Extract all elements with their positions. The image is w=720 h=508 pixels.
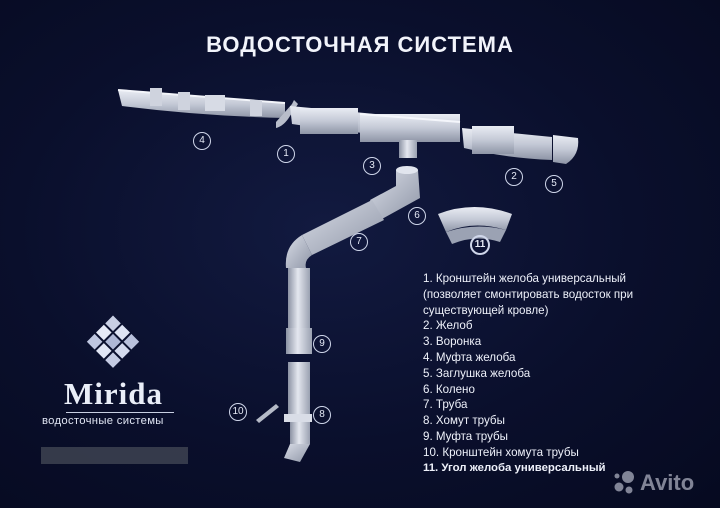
gutter-right bbox=[462, 126, 552, 160]
gutter-end-cap bbox=[553, 135, 579, 164]
parts-legend: 1. Кронштейн желоба универсальный (позво… bbox=[423, 271, 633, 476]
callout-11: 11 bbox=[470, 235, 490, 255]
callout-8: 8 bbox=[313, 406, 331, 424]
legend-item: 4. Муфта желоба bbox=[423, 350, 516, 364]
legend-item: существующей кровле) bbox=[423, 303, 549, 317]
callout-10: 10 bbox=[229, 403, 247, 421]
downspout-outlet bbox=[399, 140, 417, 158]
legend-item: 8. Хомут трубы bbox=[423, 414, 505, 428]
legend-item: 7. Труба bbox=[423, 398, 468, 412]
legend-item: 9. Муфта трубы bbox=[423, 429, 509, 443]
page-title: ВОДОСТОЧНАЯ СИСТЕМА bbox=[206, 32, 514, 57]
brand-name: Mirida bbox=[64, 376, 163, 411]
diagonal-pipe bbox=[302, 200, 384, 255]
callout-3: 3 bbox=[363, 157, 381, 175]
legend-item: 11. Угол желоба универсальный bbox=[423, 461, 606, 474]
legend-item: 2. Желоб bbox=[423, 319, 473, 333]
legend-item: 10. Кронштейн хомута трубы bbox=[423, 445, 579, 459]
redacted-bar bbox=[41, 447, 188, 464]
legend-item: (позволяет смонтировать водосток при bbox=[423, 287, 634, 301]
gutter-center bbox=[290, 106, 461, 142]
legend-item: 1. Кронштейн желоба универсальный bbox=[423, 272, 627, 285]
legend-item: 3. Воронка bbox=[423, 335, 482, 349]
pipe-clip-bracket bbox=[256, 404, 279, 423]
elbow-top bbox=[370, 166, 420, 220]
callout-1: 1 bbox=[277, 145, 295, 163]
brand-tagline: водосточные системы bbox=[42, 415, 164, 427]
callout-6: 6 bbox=[408, 207, 426, 225]
gutter-coupling-brackets bbox=[150, 88, 262, 116]
avito-logo-icon bbox=[614, 471, 634, 494]
elbow-lower bbox=[285, 235, 312, 268]
callout-2: 2 bbox=[505, 168, 523, 186]
avito-watermark: Avito bbox=[640, 470, 695, 495]
mirida-logo-mark bbox=[86, 315, 140, 368]
callout-9: 9 bbox=[313, 335, 331, 353]
legend-item: 5. Заглушка желоба bbox=[423, 366, 531, 380]
brand-divider bbox=[66, 412, 174, 413]
callout-4: 4 bbox=[193, 132, 211, 150]
vertical-pipe bbox=[284, 268, 312, 462]
legend-item: 6. Колено bbox=[423, 382, 475, 396]
callout-5: 5 bbox=[545, 175, 563, 193]
callout-7: 7 bbox=[350, 233, 368, 251]
